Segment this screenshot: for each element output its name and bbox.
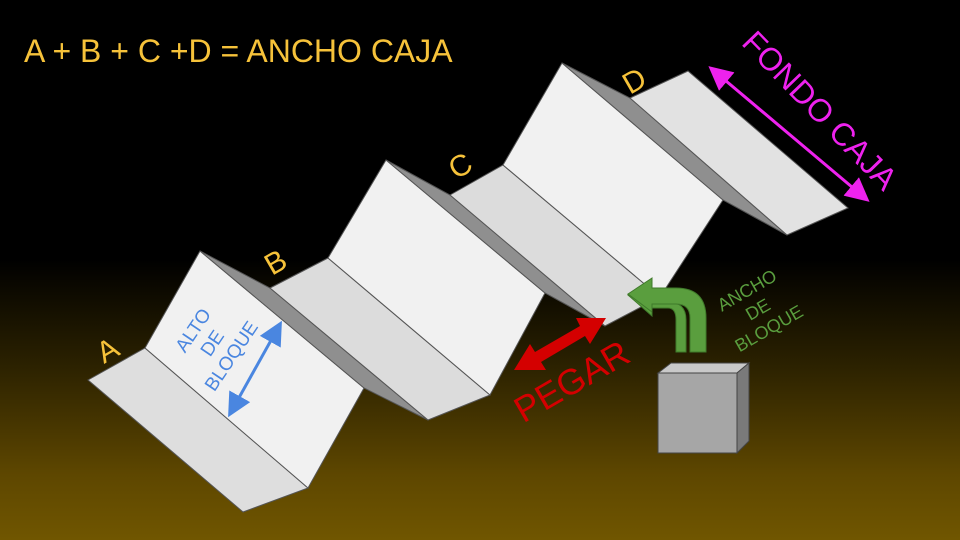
section-label-b: B <box>259 243 293 282</box>
ancho-de-bloque: ANCHO DE BLOQUE <box>714 266 807 356</box>
pegar: PEGAR <box>507 318 637 430</box>
fondo-caja-arrow <box>708 66 870 202</box>
pegar-label: PEGAR <box>507 332 637 431</box>
cube-side <box>736 361 750 455</box>
cube-front <box>657 372 738 454</box>
formula-title: A + B + C +D = ANCHO CAJA <box>24 33 453 69</box>
alto-arrow <box>228 320 282 418</box>
section-label-c: C <box>443 147 478 186</box>
cube-top <box>656 362 751 374</box>
block-cube <box>656 361 751 455</box>
pegar-arrow <box>514 318 606 370</box>
ancho-curved-arrow <box>626 277 707 353</box>
